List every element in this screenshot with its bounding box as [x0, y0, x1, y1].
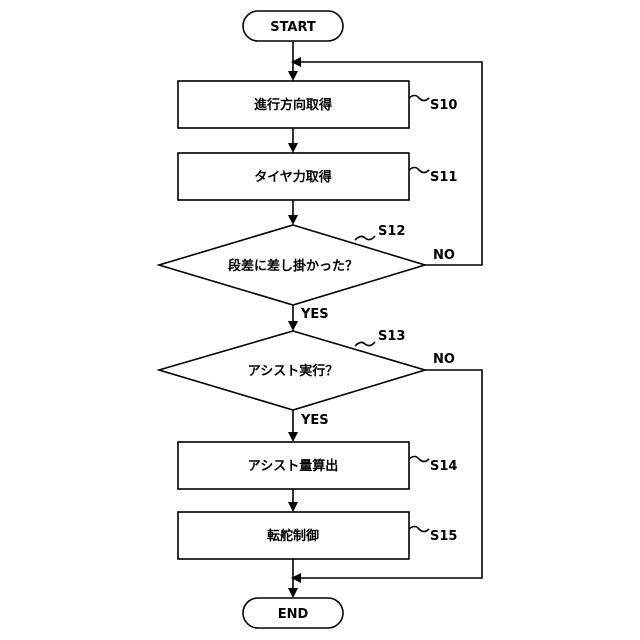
start-label: START [270, 20, 316, 35]
s15-leader [409, 527, 429, 532]
process-s15-text: 転舵制御 [267, 528, 319, 544]
step-label-s10: S10 [430, 98, 457, 113]
s13-leader [355, 342, 375, 346]
decision-s13-text: アシスト実行？ [248, 363, 338, 379]
s12-yes-label: YES [300, 307, 329, 322]
step-label-s13: S13 [378, 329, 405, 344]
step-label-s14: S14 [430, 459, 457, 474]
s13-no-label: NO [433, 352, 455, 367]
s11-leader [409, 168, 429, 173]
step-label-s15: S15 [430, 529, 457, 544]
s12-no-label: NO [433, 248, 455, 263]
s12-leader [355, 236, 375, 240]
step-label-s11: S11 [430, 170, 457, 185]
s13-yes-label: YES [300, 413, 329, 428]
step-label-s12: S12 [378, 224, 405, 239]
s14-leader [409, 457, 429, 462]
s10-leader [409, 96, 429, 101]
process-s11-text: タイヤ力取得 [254, 169, 332, 185]
end-label: END [278, 607, 309, 622]
decision-s12-text: 段差に差し掛かった？ [228, 258, 358, 274]
process-s14-text: アシスト量算出 [248, 458, 338, 474]
process-s10-text: 進行方向取得 [254, 97, 332, 113]
